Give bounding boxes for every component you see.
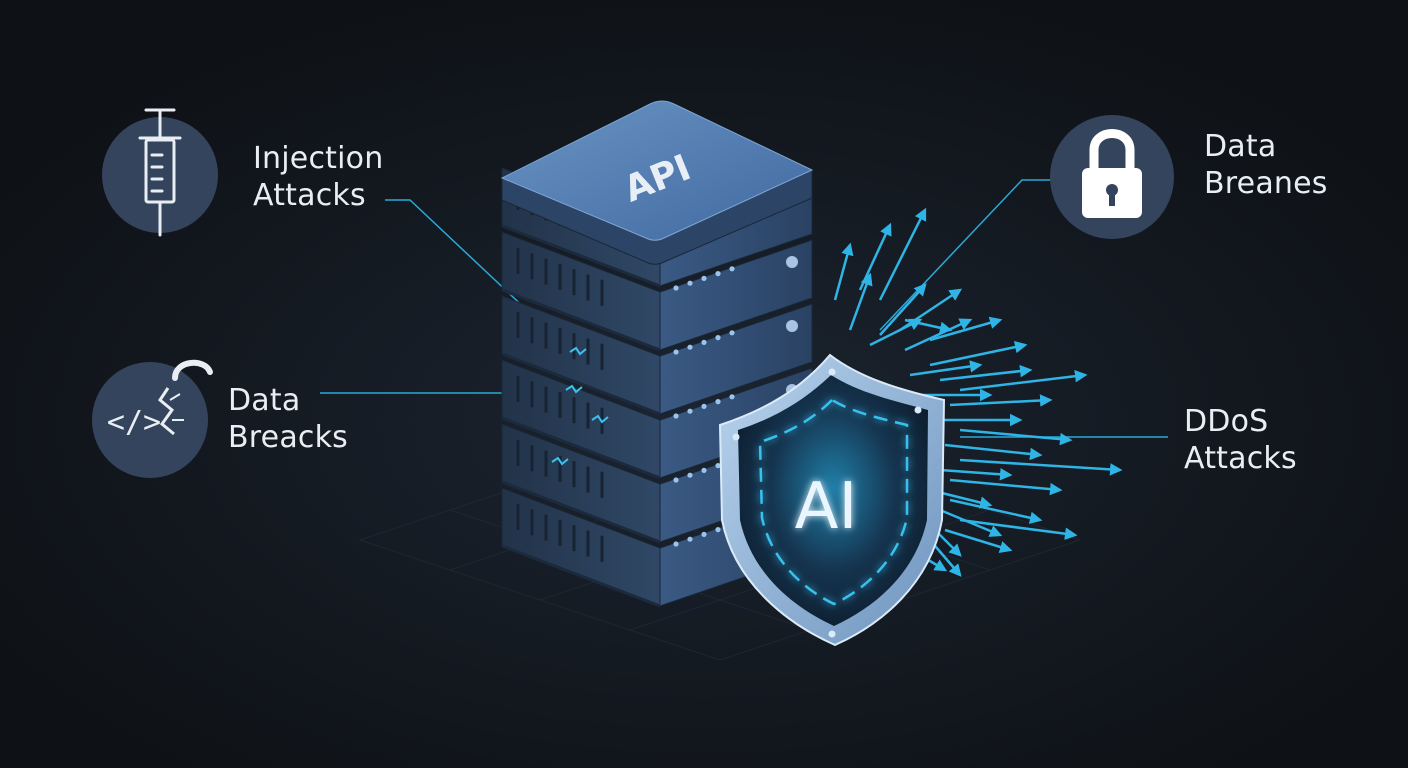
injection-line1: Injection	[253, 141, 384, 176]
ddos-arrow	[949, 478, 1063, 496]
status-led	[701, 339, 707, 345]
ddos-arrow	[959, 518, 1078, 540]
power-button-icon	[786, 320, 798, 332]
api-server-stack	[500, 100, 814, 608]
breanes-line1: Data	[1204, 129, 1277, 164]
ddos-arrow	[878, 207, 927, 301]
broken-code-icon: </>	[92, 360, 213, 478]
glitch-mark	[565, 384, 583, 394]
glitch-mark	[569, 346, 587, 356]
status-led	[715, 463, 721, 469]
status-led	[687, 344, 693, 350]
glitch-mark	[591, 414, 609, 424]
status-led	[673, 413, 679, 419]
server-slab-right	[659, 303, 813, 415]
status-led	[729, 394, 735, 400]
ddos-arrow	[939, 468, 1013, 481]
svg-text:</>: </>	[107, 405, 161, 440]
ddos-attacks-label: DDoS Attacks	[1184, 403, 1297, 477]
ddos-arrow	[929, 340, 1028, 367]
ddos-arrow	[929, 316, 1003, 342]
shield-label: AI	[795, 470, 858, 544]
status-led	[687, 536, 693, 542]
status-led	[715, 399, 721, 405]
ddos-arrow	[833, 242, 854, 301]
status-led	[673, 349, 679, 355]
status-led	[701, 275, 707, 281]
ddos-arrow	[939, 364, 1033, 382]
ddos-arrow	[959, 428, 1073, 446]
status-led	[687, 408, 693, 414]
ddos-arrow	[909, 360, 983, 377]
ddos-arrow	[944, 443, 1043, 461]
status-led	[729, 266, 735, 272]
status-led	[687, 472, 693, 478]
server-slab-seam	[501, 480, 661, 544]
breacks-line1: Data	[228, 383, 301, 418]
ddos-arrows	[833, 207, 1123, 577]
server-top-face	[500, 100, 814, 241]
server-slab-seam	[501, 288, 661, 352]
breacks-line2: Breacks	[228, 420, 348, 455]
breanes-line2: Breanes	[1204, 166, 1328, 201]
injection-line2: Attacks	[253, 178, 366, 213]
status-led	[715, 271, 721, 277]
ddos-arrow	[904, 318, 973, 352]
status-led	[701, 403, 707, 409]
ddos-arrow	[949, 498, 1043, 524]
ddos-arrow	[869, 318, 923, 347]
ddos-arrow	[949, 394, 1053, 407]
ddos-arrow	[944, 528, 1013, 554]
status-led	[673, 477, 679, 483]
status-led	[701, 467, 707, 473]
ddos-arrow	[879, 283, 927, 336]
data-breanes-label: Data Breanes	[1204, 128, 1328, 202]
ddos-arrow	[904, 318, 953, 334]
ai-shield: AI	[718, 353, 946, 647]
status-led	[701, 531, 707, 538]
ddos-arrow	[959, 458, 1123, 476]
glitch-mark	[551, 456, 569, 466]
status-led	[715, 335, 721, 341]
status-led	[715, 527, 721, 533]
injection-attacks-label: Injection Attacks	[253, 140, 383, 214]
power-button-icon	[786, 256, 798, 268]
status-led	[673, 285, 679, 291]
server-slab-right	[659, 239, 813, 351]
server-slab-seam	[501, 224, 661, 288]
status-led	[729, 330, 735, 336]
syringe-icon	[102, 108, 218, 237]
status-led	[687, 280, 693, 286]
ddos-arrow	[848, 272, 873, 331]
padlock-icon	[1050, 115, 1174, 239]
breanes-connector	[879, 179, 1062, 331]
status-led	[673, 541, 679, 547]
ddos-line2: Attacks	[1184, 441, 1297, 476]
ddos-arrow	[959, 369, 1088, 392]
ddos-line1: DDoS	[1184, 404, 1269, 439]
data-breacks-label: Data Breacks	[228, 382, 348, 456]
server-slab-seam	[501, 416, 661, 480]
server-slab-seam	[501, 352, 661, 416]
server-slab-seam	[501, 544, 661, 608]
